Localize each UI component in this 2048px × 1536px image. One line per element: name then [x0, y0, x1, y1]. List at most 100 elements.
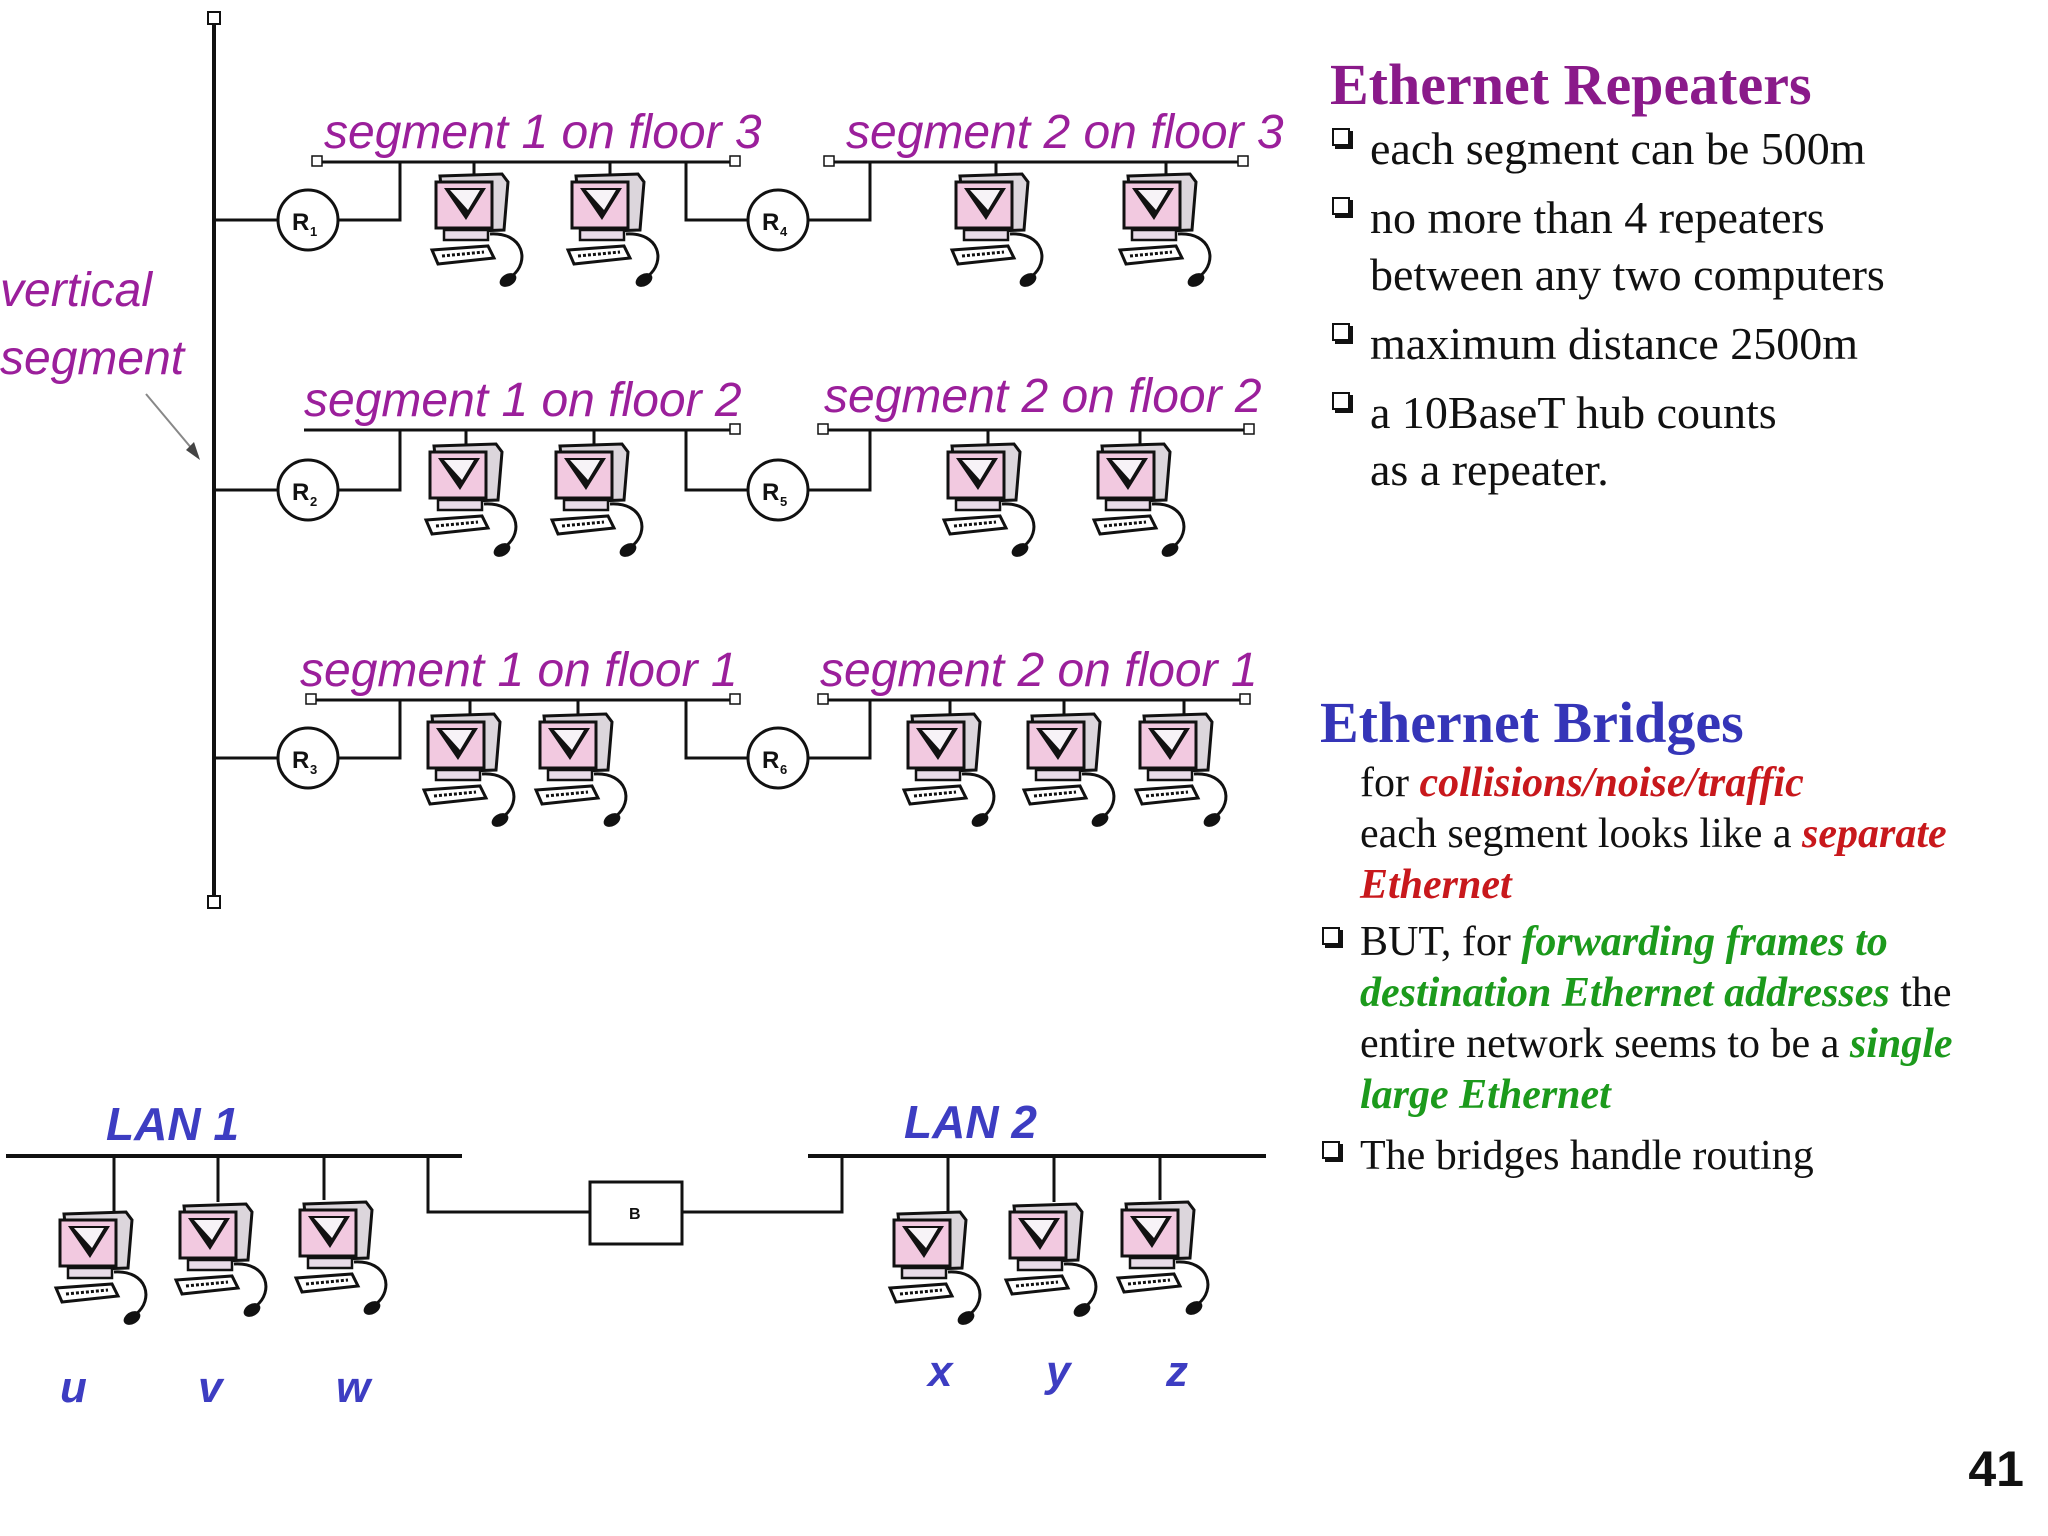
svg-text:1: 1	[310, 224, 317, 239]
computer-icon	[422, 712, 516, 832]
computer-icon	[1092, 442, 1186, 562]
computer-icon	[888, 1210, 982, 1330]
checkbox-bullet-icon	[1332, 392, 1350, 410]
repeater-r6: R 6	[746, 726, 810, 790]
link	[684, 430, 748, 492]
bullet-item: The bridges handle routing	[1320, 1131, 2040, 1182]
page-number: 41	[1968, 1441, 2024, 1497]
link	[808, 162, 872, 222]
computer-icon	[430, 172, 524, 292]
bridges-panel: Ethernet Bridges for collisions/noise/tr…	[1320, 688, 2040, 1192]
computer-icon	[566, 172, 660, 292]
segment-label-s2-floor1: segment 2 on floor 1	[820, 644, 1258, 697]
vertical-segment-label-line2: segment	[0, 332, 186, 385]
bus-end	[305, 693, 317, 705]
network-diagram: vertical segment segment 1 on floor 3 se…	[0, 11, 1284, 1412]
svg-text:6: 6	[780, 762, 787, 777]
host-label-v: v	[198, 1363, 225, 1412]
svg-text:R: R	[762, 209, 779, 236]
computer-icon	[424, 442, 518, 562]
backbone-terminator-top	[207, 11, 221, 25]
bullet-text: between any two computers	[1370, 249, 1885, 300]
bus-end	[1243, 423, 1255, 435]
checkbox-bullet-icon	[1322, 927, 1340, 945]
repeaters-title: Ethernet Repeaters	[1330, 52, 1812, 117]
emphasis-text: separate	[1802, 811, 1947, 857]
segment-label-s1-floor3: segment 1 on floor 3	[324, 106, 762, 159]
bridge-box: B	[588, 1180, 684, 1246]
svg-text:B: B	[629, 1206, 641, 1223]
vertical-segment-label-line1: vertical	[0, 264, 153, 317]
link	[684, 162, 748, 222]
bus-end	[817, 693, 829, 705]
svg-text:2: 2	[310, 494, 317, 509]
emphasis-text: collisions/noise/traffic	[1419, 760, 1804, 806]
bridges-line: for collisions/noise/traffic	[1360, 760, 1804, 806]
svg-text:R: R	[762, 479, 779, 506]
host-label-y: y	[1044, 1347, 1073, 1396]
repeater-r2: R 2	[276, 458, 340, 522]
link	[684, 700, 748, 760]
svg-text:R: R	[762, 747, 779, 774]
svg-text:3: 3	[310, 762, 317, 777]
bullet-text: no more than 4 repeaters	[1370, 192, 1825, 243]
checkbox-bullet-icon	[1322, 1141, 1340, 1159]
emphasis-text: single large Ethernet	[1360, 1021, 1953, 1118]
host-label-z: z	[1165, 1347, 1188, 1396]
svg-text:R: R	[292, 479, 309, 506]
pointer-arrowhead	[186, 442, 200, 460]
bullet-text: a 10BaseT hub counts	[1370, 387, 1777, 438]
computer-icon	[1118, 172, 1212, 292]
bullet-item: no more than 4 repeaters between any two…	[1330, 189, 2030, 303]
emphasis-text: Ethernet	[1360, 862, 1512, 908]
repeater-r3: R 3	[276, 726, 340, 790]
computer-icon	[54, 1210, 148, 1330]
checkbox-bullet-icon	[1332, 197, 1350, 215]
segment-label-s2-floor3: segment 2 on floor 3	[846, 106, 1284, 159]
host-label-x: x	[926, 1347, 954, 1396]
svg-text:R: R	[292, 747, 309, 774]
svg-text:4: 4	[780, 224, 788, 239]
segment-label-s1-floor1: segment 1 on floor 1	[300, 644, 738, 697]
computer-icon	[294, 1200, 388, 1320]
emphasis-text: forwarding frames to destination Etherne…	[1360, 919, 1890, 1016]
bullet-text: each segment can be 500m	[1370, 123, 1866, 174]
vertical-segment-pointer	[145, 393, 199, 457]
lan2-label: LAN 2	[904, 1096, 1037, 1148]
bus-end	[1239, 693, 1251, 705]
repeaters-panel: Ethernet Repeaters each segment can be 5…	[1330, 50, 2030, 510]
bus-end	[1237, 155, 1249, 167]
link	[808, 430, 872, 492]
link	[338, 700, 402, 760]
bullet-text: maximum distance 2500m	[1370, 318, 1859, 369]
bridges-title: Ethernet Bridges	[1320, 690, 1744, 755]
backbone-terminator-bottom	[207, 895, 221, 909]
computer-icon	[950, 172, 1044, 292]
bus-end	[729, 423, 741, 435]
bus-end	[729, 155, 741, 167]
bus-end	[311, 155, 323, 167]
bullet-item: maximum distance 2500m	[1330, 315, 2030, 372]
bridge-link-right	[682, 1156, 844, 1214]
computer-icon	[902, 712, 996, 832]
checkbox-bullet-icon	[1332, 128, 1350, 146]
computer-icon	[550, 442, 644, 562]
bullet-item: a 10BaseT hub counts as a repeater.	[1330, 384, 2030, 498]
computer-icon	[1134, 712, 1228, 832]
repeater-r4: R 4	[746, 188, 810, 252]
computer-icon	[942, 442, 1036, 562]
checkbox-bullet-icon	[1332, 323, 1350, 341]
computer-icon	[174, 1202, 268, 1322]
host-label-w: w	[336, 1363, 373, 1412]
computer-icon	[1116, 1200, 1210, 1320]
computer-icon	[534, 712, 628, 832]
bus-end	[729, 693, 741, 705]
link	[338, 162, 402, 222]
computer-icon	[1004, 1202, 1098, 1322]
bridge-link-left	[426, 1156, 590, 1214]
bus-end	[823, 155, 835, 167]
link	[338, 430, 402, 492]
svg-text:5: 5	[780, 494, 787, 509]
segment-label-s1-floor2: segment 1 on floor 2	[304, 374, 742, 427]
